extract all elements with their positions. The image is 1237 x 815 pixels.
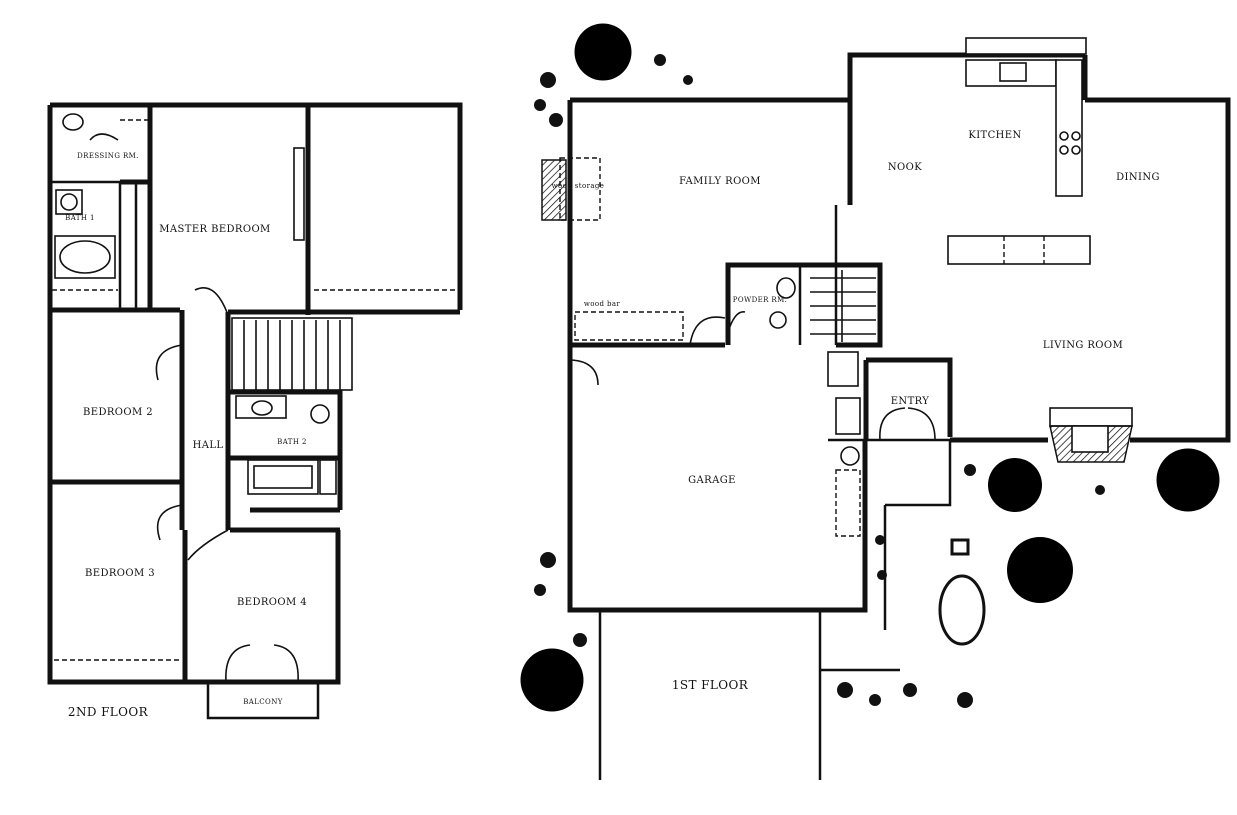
landscape-shrubs — [534, 54, 1105, 708]
room-label-bath2: BATH 2 — [277, 438, 307, 446]
room-label-wood-bar: wood bar — [584, 300, 621, 308]
room-label-wood-storage: wood storage — [552, 182, 605, 190]
second-floor-plan — [47, 102, 463, 720]
room-label-dressing: DRESSING RM. — [77, 152, 139, 160]
floor-title-second: 2ND FLOOR — [68, 705, 149, 719]
room-label-garage: GARAGE — [688, 475, 736, 486]
room-label-nook: NOOK — [888, 162, 922, 173]
floor-title-first: 1ST FLOOR — [672, 678, 749, 692]
room-label-balcony: BALCONY — [243, 698, 283, 706]
room-label-kitchen: KITCHEN — [968, 130, 1021, 141]
room-label-powder: POWDER RM. — [733, 296, 788, 304]
room-label-bath1: BATH 1 — [65, 214, 95, 222]
room-label-bedroom3: BEDROOM 3 — [85, 568, 155, 579]
room-label-bedroom2: BEDROOM 2 — [83, 407, 153, 418]
first-floor-plan — [541, 37, 1231, 780]
room-label-living-room: LIVING ROOM — [1043, 340, 1123, 351]
room-label-hall: HALL — [193, 440, 224, 451]
room-label-dining: DINING — [1116, 172, 1160, 183]
room-label-bedroom4: BEDROOM 4 — [237, 597, 307, 608]
room-label-family-room: FAMILY ROOM — [679, 176, 761, 187]
room-label-entry: ENTRY — [891, 396, 930, 407]
room-label-master-bedroom: MASTER BEDROOM — [159, 224, 270, 235]
